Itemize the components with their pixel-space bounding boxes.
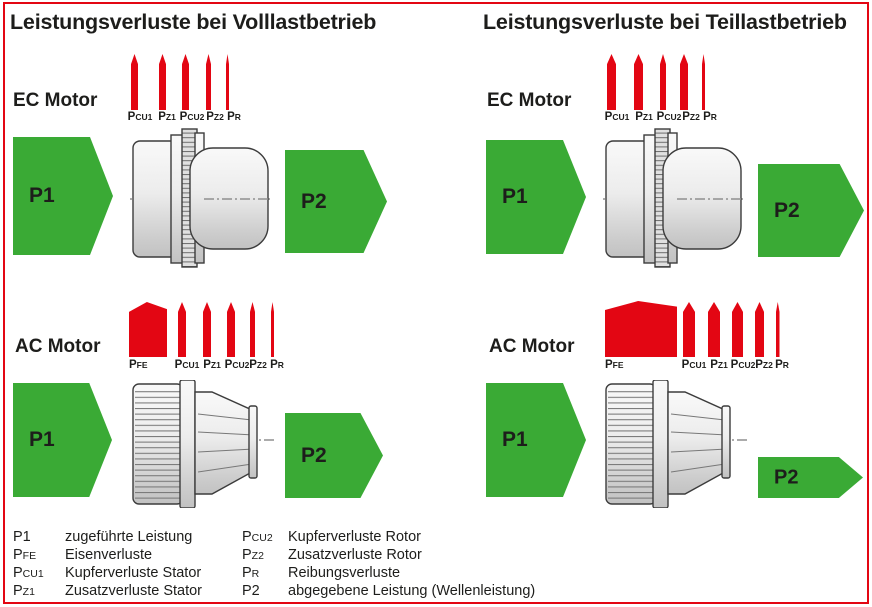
p2-label: P2 xyxy=(301,189,327,213)
loss-arrow-pcu2 xyxy=(660,54,666,110)
legend-desc: Zusatzverluste Stator xyxy=(65,583,202,599)
legend-desc: Kupferverluste Rotor xyxy=(288,529,421,545)
loss-arrow-pz1 xyxy=(159,54,166,110)
loss-arrow-pz2 xyxy=(206,54,211,110)
loss-arrow-pz1 xyxy=(708,302,720,357)
p1-label: P1 xyxy=(29,184,55,207)
loss-arrow-pz1 xyxy=(203,302,211,357)
motor-label-ec-full: EC Motor xyxy=(13,90,98,111)
loss-label-pz2: PZ2 xyxy=(755,359,773,371)
title-partial-load: Leistungsverluste bei Teillastbetrieb xyxy=(483,10,847,34)
loss-arrow-pcu1 xyxy=(131,54,138,110)
loss-label-pcu1: PCU1 xyxy=(604,111,630,123)
title-full-load: Leistungsverluste bei Volllastbetrieb xyxy=(10,10,377,34)
legend-desc: abgegebene Leistung (Wellenleistung) xyxy=(288,583,536,599)
loss-arrow-pr xyxy=(776,302,780,357)
output-power-arrow: P2 xyxy=(758,164,864,257)
loss-arrow-pz2 xyxy=(755,302,764,357)
loss-arrow-pcu1 xyxy=(607,54,616,110)
loss-arrow-pcu2 xyxy=(732,302,743,357)
input-power-arrow: P1 xyxy=(486,383,586,497)
legend-symbol: PZ2 xyxy=(242,547,264,563)
loss-label-pcu1: PCU1 xyxy=(681,359,707,371)
p2-label: P2 xyxy=(301,443,327,467)
loss-label-pz1: PZ1 xyxy=(158,111,176,123)
loss-label-pcu2: PCU2 xyxy=(224,359,250,371)
diagram-border xyxy=(3,2,869,604)
loss-arrow-pz2 xyxy=(250,302,255,357)
loss-arrow-pcu1 xyxy=(683,302,695,357)
loss-label-pr: PR xyxy=(270,359,284,371)
loss-label-pfe: PFE xyxy=(605,359,624,371)
legend-desc: Zusatzverluste Rotor xyxy=(288,547,422,563)
ac-motor-illustration xyxy=(130,380,275,508)
loss-label-pz2: PZ2 xyxy=(249,359,267,371)
loss-label-pz1: PZ1 xyxy=(203,359,221,371)
input-power-arrow: P1 xyxy=(13,383,112,497)
loss-label-pcu2: PCU2 xyxy=(730,359,756,371)
loss-arrow-pcu2 xyxy=(227,302,235,357)
input-power-arrow: P1 xyxy=(13,137,113,255)
motor-label-ac-full: AC Motor xyxy=(15,336,101,357)
legend-symbol: PZ1 xyxy=(13,583,35,599)
legend-desc: zugeführte Leistung xyxy=(65,529,193,545)
legend-symbol: PCU1 xyxy=(13,565,44,581)
loss-label-pz2: PZ2 xyxy=(682,111,700,123)
legend-desc: Kupferverluste Stator xyxy=(65,565,202,581)
loss-label-pr: PR xyxy=(703,111,717,123)
loss-arrow-pz2 xyxy=(680,54,688,110)
legend-desc: Reibungsverluste xyxy=(288,565,401,581)
loss-label-pcu1: PCU1 xyxy=(174,359,200,371)
output-power-arrow: P2 xyxy=(285,413,383,498)
output-power-arrow: P2 xyxy=(285,150,387,253)
loss-label-pz1: PZ1 xyxy=(635,111,653,123)
legend-symbol: PCU2 xyxy=(242,529,273,545)
loss-label-pr: PR xyxy=(227,111,241,123)
legend-symbol: P2 xyxy=(242,583,260,599)
legend-symbol: P1 xyxy=(13,529,31,545)
loss-label-pcu2: PCU2 xyxy=(656,111,682,123)
loss-label-pz2: PZ2 xyxy=(206,111,224,123)
p2-label: P2 xyxy=(774,198,800,222)
loss-arrow-pz1 xyxy=(634,54,643,110)
ec-motor-illustration xyxy=(603,128,743,268)
legend-symbol: PFE xyxy=(13,547,37,563)
loss-arrow-pfe xyxy=(129,302,167,357)
loss-label-pcu1: PCU1 xyxy=(127,111,153,123)
p2-label: P2 xyxy=(774,466,799,488)
loss-arrow-pcu2 xyxy=(182,54,189,110)
loss-label-pfe: PFE xyxy=(129,359,148,371)
p1-label: P1 xyxy=(502,428,528,451)
loss-arrow-pr xyxy=(702,54,705,110)
p1-label: P1 xyxy=(502,185,528,208)
input-power-arrow: P1 xyxy=(486,140,586,254)
loss-arrow-pfe xyxy=(605,301,677,357)
motor-label-ac-partial: AC Motor xyxy=(489,336,575,357)
ec-motor-illustration xyxy=(130,128,270,268)
ac-motor-illustration xyxy=(603,380,748,508)
loss-label-pz1: PZ1 xyxy=(710,359,728,371)
loss-label-pr: PR xyxy=(775,359,789,371)
output-power-arrow: P2 xyxy=(758,457,863,498)
loss-arrow-pcu1 xyxy=(178,302,186,357)
loss-arrow-pr xyxy=(226,54,229,110)
loss-arrow-pr xyxy=(271,302,274,357)
legend-symbol: PR xyxy=(242,565,260,581)
loss-label-pcu2: PCU2 xyxy=(179,111,205,123)
p1-label: P1 xyxy=(29,428,55,451)
legend-desc: Eisenverluste xyxy=(65,547,153,563)
motor-label-ec-partial: EC Motor xyxy=(487,90,572,111)
